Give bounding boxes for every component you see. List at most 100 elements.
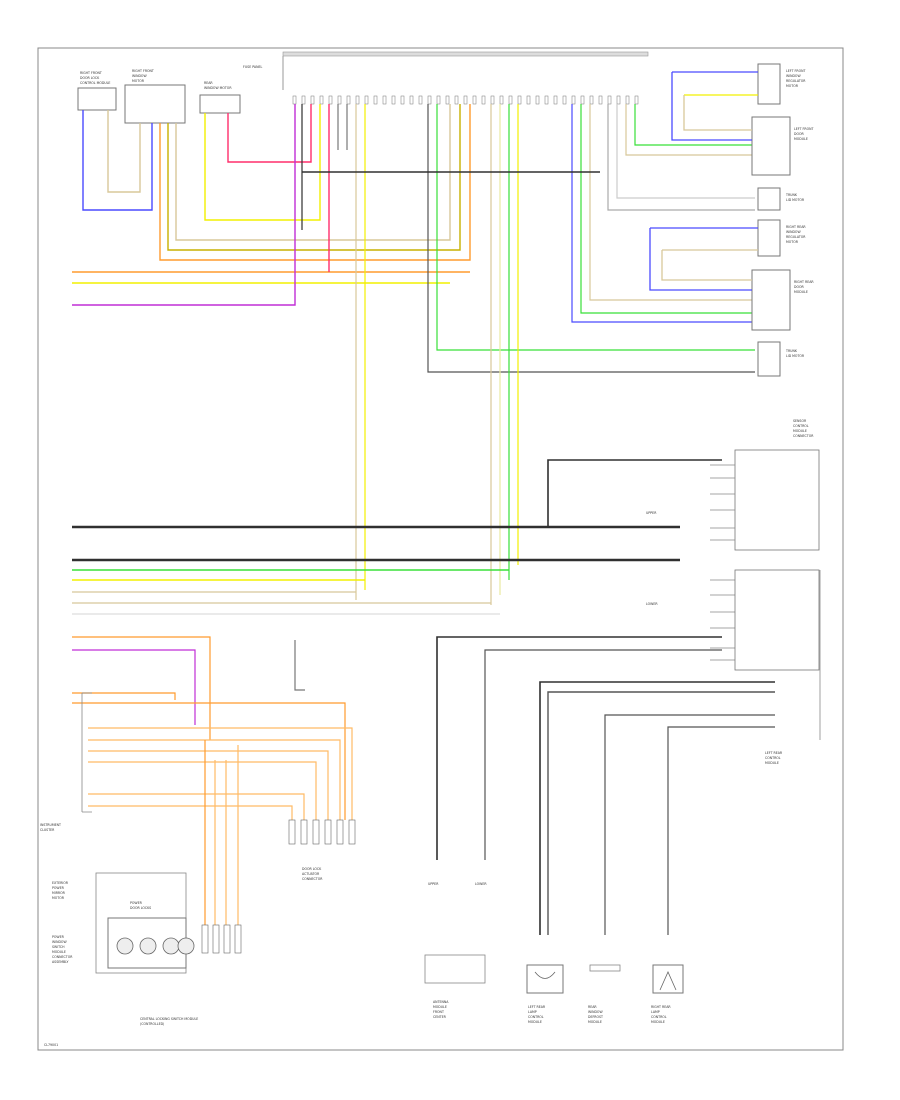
- rf-door-lock-label-1: DOOR LOCK: [80, 76, 100, 80]
- svg-text:LID MOTOR: LID MOTOR: [786, 354, 805, 358]
- svg-text:LAMP: LAMP: [651, 1010, 660, 1014]
- rr-module-block: [751, 269, 791, 331]
- lower-connector-block: [734, 569, 820, 671]
- fuse-panel-label: FUSE PANEL: [243, 65, 263, 69]
- rear-window-block: [199, 94, 241, 114]
- svg-text:DOOR: DOOR: [794, 285, 804, 289]
- svg-text:MODULE: MODULE: [651, 1020, 665, 1024]
- svg-text:REGULATOR: REGULATOR: [786, 235, 806, 239]
- svg-text:CONTROL: CONTROL: [651, 1015, 667, 1019]
- wires-lower-left: [72, 640, 353, 925]
- bottom-module-labels: ANTENNA MODULE FRONT CENTER LEFT REAR LA…: [433, 1000, 671, 1024]
- wire-black-riser: [547, 459, 722, 527]
- svg-text:LEFT REAR: LEFT REAR: [765, 751, 783, 755]
- switch-module-pins: [201, 924, 242, 954]
- lf-window-connector: [757, 63, 781, 105]
- svg-text:DOOR LOCKS: DOOR LOCKS: [130, 906, 151, 910]
- rf-window-block: [124, 84, 186, 124]
- right-block-labels: LEFT FRONT WINDOW REGULATOR MOTOR LEFT F…: [785, 69, 814, 358]
- instrument-cluster-label-0: INSTRUMENT: [40, 823, 61, 827]
- svg-text:CONNECTOR: CONNECTOR: [793, 434, 814, 438]
- footer-code: CL79001: [44, 1043, 58, 1047]
- right-rear-lamp-block: [652, 964, 684, 994]
- door-lock-actuator-label-0: DOOR LOCK: [302, 867, 322, 871]
- svg-text:TRUNK: TRUNK: [785, 193, 798, 197]
- top-connector-pins: [292, 95, 639, 105]
- svg-text:MOTOR: MOTOR: [52, 896, 65, 900]
- left-upper-module-labels: LEFT REAR CONTROL MODULE: [765, 751, 783, 765]
- rear-defrost-block: [589, 964, 621, 972]
- rf-door-lock-label-2: CONTROL MODULE: [80, 81, 110, 85]
- svg-text:WINDOW: WINDOW: [588, 1010, 603, 1014]
- diagram-frame: [37, 47, 844, 1051]
- svg-text:MODULE: MODULE: [528, 1020, 542, 1024]
- rf-window-label-1: WINDOW: [132, 74, 147, 78]
- svg-text:CENTER: CENTER: [433, 1015, 447, 1019]
- lf-module-block: [751, 116, 791, 176]
- svg-text:POWER: POWER: [52, 935, 65, 939]
- svg-text:TRUNK: TRUNK: [785, 349, 798, 353]
- svg-text:LID MOTOR: LID MOTOR: [786, 198, 805, 202]
- left-bracket: [81, 692, 92, 813]
- rear-window-label-1: WINDOW MOTOR: [204, 86, 232, 90]
- left-rear-lamp-block: [526, 964, 564, 994]
- svg-text:WINDOW: WINDOW: [786, 230, 801, 234]
- svg-text:RIGHT REAR: RIGHT REAR: [651, 1005, 671, 1009]
- svg-text:CONTROL: CONTROL: [765, 756, 781, 760]
- heater-block-labels: EXTERIOR POWER MIRROR MOTOR POWER WINDOW…: [52, 881, 198, 1026]
- rf-window-label-0: RIGHT FRONT: [132, 69, 154, 73]
- svg-text:EXTERIOR: EXTERIOR: [52, 881, 69, 885]
- svg-text:LEFT FRONT: LEFT FRONT: [794, 127, 813, 131]
- svg-text:LEFT FRONT: LEFT FRONT: [786, 69, 805, 73]
- svg-text:MODULE: MODULE: [765, 761, 779, 765]
- svg-text:MOTOR: MOTOR: [786, 240, 799, 244]
- wires-top-left: [82, 104, 471, 261]
- svg-text:DEFROST: DEFROST: [588, 1015, 603, 1019]
- instrument-cluster-label-1: CLUSTER: [40, 828, 55, 832]
- door-lock-actuator-pins: [288, 819, 356, 845]
- svg-text:MOTOR: MOTOR: [786, 84, 799, 88]
- svg-text:RIGHT REAR: RIGHT REAR: [786, 225, 806, 229]
- trunk-lid-block: [757, 341, 781, 377]
- svg-text:POWER: POWER: [130, 901, 143, 905]
- wires-left-horizontal: [72, 104, 470, 306]
- svg-text:WINDOW: WINDOW: [52, 940, 67, 944]
- svg-text:ASSEMBLY: ASSEMBLY: [52, 960, 69, 964]
- svg-text:REAR: REAR: [588, 1005, 597, 1009]
- svg-text:MODULE: MODULE: [588, 1020, 602, 1024]
- rr-window-connector: [757, 219, 781, 257]
- svg-text:LEFT REAR: LEFT REAR: [528, 1005, 546, 1009]
- door-lock-actuator-label-1: ACTUATOR: [302, 872, 320, 876]
- svg-text:REGULATOR: REGULATOR: [786, 79, 806, 83]
- rf-door-lock-label-0: RIGHT FRONT: [80, 71, 102, 75]
- svg-text:(CONTROLLED): (CONTROLLED): [140, 1022, 164, 1026]
- trunk-block: [757, 187, 781, 211]
- rf-door-lock-block: [77, 87, 117, 111]
- svg-text:MODULE: MODULE: [794, 137, 808, 141]
- svg-text:SWITCH: SWITCH: [52, 945, 65, 949]
- wires-right-upper: [649, 71, 758, 291]
- svg-text:MODULE: MODULE: [793, 429, 807, 433]
- wires-bottom-right: [436, 636, 775, 935]
- svg-text:LOWER: LOWER: [646, 602, 658, 606]
- svg-text:CENTRAL LOCKING SWITCH MODULE: CENTRAL LOCKING SWITCH MODULE: [140, 1017, 198, 1021]
- svg-text:CONTROL: CONTROL: [793, 424, 809, 428]
- svg-text:MODULE: MODULE: [794, 290, 808, 294]
- bottom-upper-label: UPPER: [428, 882, 439, 886]
- svg-text:LAMP: LAMP: [528, 1010, 537, 1014]
- bottom-lower-label: LOWER: [475, 882, 487, 886]
- switch-module-buttons: [116, 937, 195, 955]
- svg-text:ANTENNA: ANTENNA: [433, 1000, 449, 1004]
- svg-text:MIRROR: MIRROR: [52, 891, 66, 895]
- wires-middle-bus: [72, 525, 680, 740]
- door-lock-actuator-label-2: CONNECTOR: [302, 877, 323, 881]
- sensor-connector-block: [734, 449, 820, 551]
- svg-text:MODULE: MODULE: [433, 1005, 447, 1009]
- svg-text:WINDOW: WINDOW: [786, 74, 801, 78]
- svg-text:UPPER: UPPER: [646, 511, 657, 515]
- svg-text:DOOR: DOOR: [794, 132, 804, 136]
- fuse-panel-bar: [282, 51, 649, 57]
- antenna-block: [424, 954, 486, 984]
- svg-text:FRONT: FRONT: [433, 1010, 444, 1014]
